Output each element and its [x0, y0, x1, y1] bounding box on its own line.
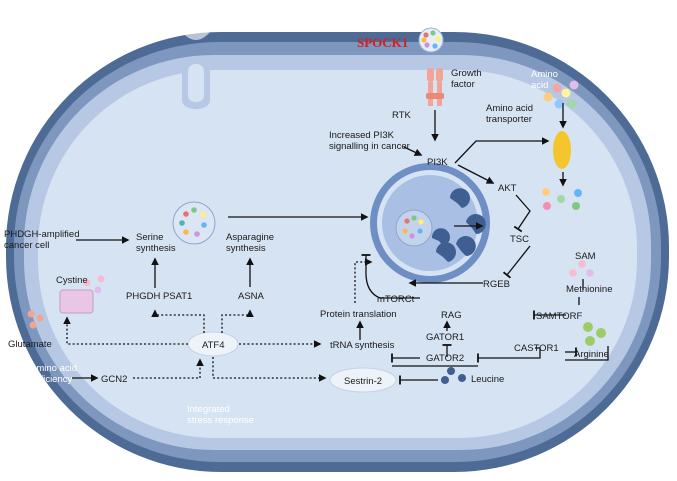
label-castor1: CASTOR1 [514, 343, 559, 354]
amino-acid-balls-icon [543, 80, 579, 109]
label-sestrin2: Sestrin-2 [344, 376, 382, 387]
label-rtk: RTK [392, 110, 411, 121]
serine-vesicle-icon [172, 201, 216, 245]
label-tsc: TSC [510, 234, 529, 245]
label-sam: SAM [575, 251, 596, 262]
cystine-molecules-icon [83, 275, 105, 294]
label-asna: ASNA [238, 291, 265, 302]
label-akt: AKT [498, 183, 517, 194]
label-rag: RAG [441, 310, 462, 321]
rtk-receptor-icon [426, 68, 444, 106]
label-protein-translation: Protein translation [320, 309, 397, 320]
label-trna-synthesis: tRNA synthesis [330, 340, 395, 351]
arginine-molecules-icon [583, 322, 606, 346]
lysosome-vesicle-icon [395, 209, 433, 247]
dotted-arrows [63, 258, 373, 382]
leucine-molecules-icon [441, 367, 466, 384]
label-gator2: GATOR2 [426, 353, 464, 364]
amino-acid-transporter-icon [553, 131, 571, 169]
spock1-protein-icon [418, 27, 444, 53]
label-phgdh-psat1: PHGDH PSAT1 [126, 291, 192, 302]
imported-amino-acids-icon [542, 188, 582, 210]
glutamate-molecules-icon [27, 310, 44, 329]
label-samtorf: SAMTORF [536, 311, 582, 322]
label-mtorc: mTORCt [377, 294, 415, 305]
cystine-channel-icon [59, 289, 94, 314]
label-cystine: Cystine [56, 275, 88, 286]
cell-cytoplasm [38, 70, 637, 438]
label-gator1: GATOR1 [426, 332, 464, 343]
sestrin2-node [329, 367, 397, 393]
label-arginine: Arginine [574, 349, 609, 360]
title-spock1: SPOCK1 [357, 35, 408, 50]
label-leucine: Leucine [471, 374, 504, 385]
label-pi3k: PI3K [427, 157, 448, 168]
label-atf4: ATF4 [202, 340, 225, 351]
label-gcn2: GCN2 [101, 374, 127, 385]
label-rgeb: RGEB [483, 279, 510, 290]
cell-body [6, 32, 669, 472]
pathway-arrows [72, 103, 609, 385]
label-methionine: Methionine [566, 284, 612, 295]
label-glutamate: Glutamate [8, 339, 52, 350]
sam-molecules-icon [569, 260, 594, 277]
